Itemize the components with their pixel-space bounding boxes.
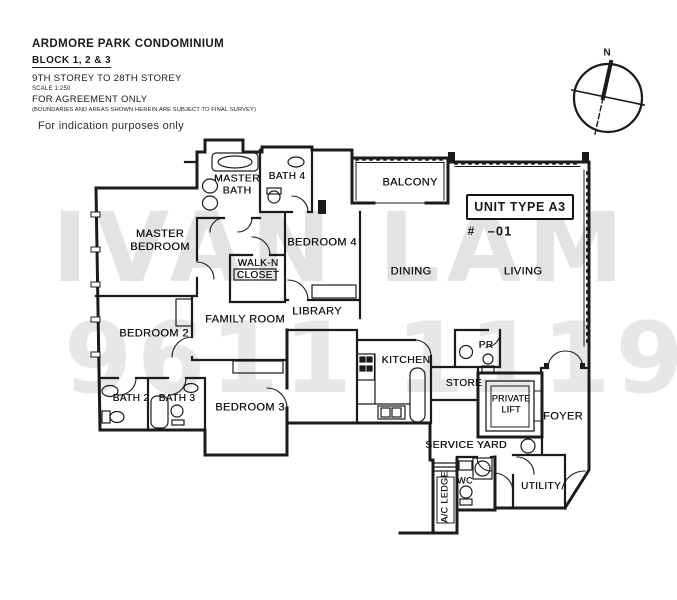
room-label-ac-ledge: A/C LEDGE [440,471,451,523]
room-label-pr: PR [479,340,494,352]
room-label-line: PR [478,340,494,352]
room-label-line: WALK-N [237,258,279,270]
wc-sink [458,460,473,471]
bath2-sink [101,384,119,398]
room-label-line: BATH 2 [112,393,150,405]
room-label-bedroom-3: BEDROOM 3 [215,402,285,415]
room-label-master-bath: MASTER BATH [214,173,260,198]
room-label-line: CLOSET [236,270,280,281]
room-label-library: LIBRARY [292,306,342,319]
bedroom2-wardrobe [175,298,193,327]
room-label-line: STORE [445,378,483,390]
bedroom4-wardrobe [311,284,357,299]
project-title: ARDMORE PARK CONDOMINIUM [32,38,225,50]
room-label-line: BALCONY [382,176,438,189]
room-label-line: FOYER [543,410,583,423]
room-label-line: KITCHEN [381,353,431,366]
washer [472,457,493,480]
bath4-sink [287,156,305,168]
disclaimer-label: (BOUNDARIES AND AREAS SHOWN HEREIN ARE S… [32,107,257,113]
room-label-service-yard: SERVICE YARD [425,439,507,451]
private-lift-shaft [476,371,544,439]
agreement-label: FOR AGREEMENT ONLY [32,94,148,105]
room-label-line: BEDROOM 3 [215,401,285,414]
room-label-line: LIVING [503,265,543,278]
room-label-bedroom-4: BEDROOM 4 [287,237,357,250]
door-arcs [118,195,586,493]
room-label-foyer: FOYER [543,411,583,424]
room-label-master-bedroom: MASTER BEDROOM [130,228,190,254]
room-label-line: FAMILY ROOM [205,313,285,326]
unit-type-label: UNIT TYPE A3 [474,200,566,214]
room-label-line: BEDROOM 2 [119,327,189,340]
room-label-line: LIBRARY [292,305,342,318]
window-hatching [355,159,588,345]
room-label-private-lift: PRIVATE LIFT [492,393,531,414]
room-label-line: MASTER [213,172,261,185]
room-label-line: UTILITY [520,481,562,493]
room-label-line: SERVICE YARD [425,438,507,451]
pr-sink [458,344,474,360]
storey-label: 9TH STOREY TO 28TH STOREY [32,73,182,84]
room-label-balcony: BALCONY [382,177,437,190]
wc-toilet [459,485,473,499]
room-label-dining: DINING [391,266,432,279]
kitchen-cabinet [409,367,426,423]
room-label-bedroom-2: BEDROOM 2 [119,328,189,341]
north-label: N [603,47,611,59]
outer-walls [94,138,591,535]
bath3-tub [150,395,169,429]
scale-label: SCALE 1:250 [32,86,71,92]
unit-marker: # [467,224,475,238]
bath2-toilet [109,410,125,424]
fixtures [101,152,536,524]
room-label-line: BATH 4 [268,171,306,183]
bedroom3-wardrobe [232,360,284,374]
unit-type-box: UNIT TYPE A3 [466,194,574,220]
room-label-utility: UTILITY [521,481,561,493]
room-label-line: BEDROOM 4 [287,236,357,249]
room-label-bath-3: BATH 3 [159,393,196,405]
room-label-living: LIVING [504,266,542,279]
kitchen-sink [377,405,406,420]
pr-toilet [482,353,494,365]
room-label-line: A/C LEDGE [439,471,450,523]
room-label-bath-2: BATH 2 [113,393,150,405]
room-label-line: BEDROOM [130,241,190,253]
compass [571,59,645,135]
floor-trap [520,438,536,454]
compass-needle [600,59,614,101]
wall-blocks [318,152,589,369]
block-label: BLOCK 1, 2 & 3 [32,55,111,68]
room-label-line: WC [457,475,473,486]
bath3-toilet [170,404,184,418]
room-label-bath-4: BATH 4 [269,171,306,183]
bath3-sink [183,382,199,394]
left-wall-windows [90,211,101,358]
room-label-kitchen: KITCHEN [382,354,431,366]
compass-circle [572,62,644,134]
indication-label: For indication purposes only [38,120,184,132]
room-label-wc: WC [457,476,473,487]
master-bath-sink [201,178,219,194]
unit-number: –01 [487,223,513,239]
closet-shelf [233,268,277,281]
room-label-walk-in-closet: WALK-N CLOSET [237,258,279,282]
title-block: ARDMORE PARK CONDOMINIUM BLOCK 1, 2 & 3 … [32,38,256,132]
master-bath-tub [211,152,259,172]
bath4-toilet [267,190,281,204]
room-label-family-room: FAMILY ROOM [205,314,285,327]
room-label-line: BATH 3 [158,393,196,405]
room-label-line: DINING [390,265,432,278]
room-label-store: STORE [446,378,482,390]
room-label-line: PRIVATE [491,393,531,404]
room-label-line: MASTER [135,228,185,241]
room-label-line: LIFT [501,404,521,414]
window-lines [355,161,585,347]
room-label-line: BATH [222,185,252,197]
